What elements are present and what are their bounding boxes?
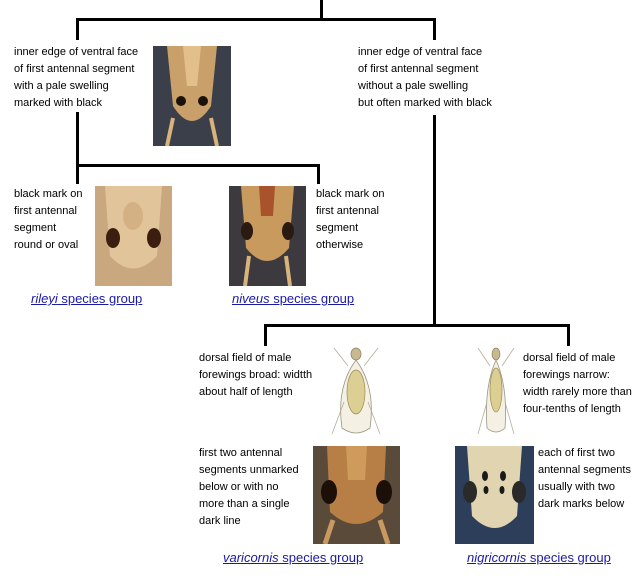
broad-forewing-text: dorsal field of male forewings broad: wi… bbox=[199, 352, 313, 398]
rileyi-head-photo bbox=[95, 186, 172, 286]
couplet-right-text: inner edge of ventral face of first ante… bbox=[358, 46, 492, 109]
nigricornis-head-photo bbox=[455, 446, 534, 544]
right-stem bbox=[433, 115, 436, 327]
varicornis-head-photo bbox=[313, 446, 400, 544]
nigricornis-name: nigricornis bbox=[467, 550, 527, 565]
right-sub-drop-1 bbox=[264, 324, 267, 346]
niveus-name: niveus bbox=[232, 291, 270, 306]
rileyi-suffix: species group bbox=[57, 291, 143, 306]
root-stem bbox=[320, 0, 323, 20]
left-stem bbox=[76, 112, 79, 167]
left-sub-drop-2 bbox=[317, 164, 320, 184]
niveus-criterion-text: black mark on first antennal segment oth… bbox=[316, 188, 385, 251]
niveus-head-photo bbox=[229, 186, 306, 286]
niveus-suffix: species group bbox=[269, 291, 355, 306]
narrow-forewing-drawing bbox=[474, 342, 518, 438]
varicornis-suffix: species group bbox=[278, 550, 364, 565]
nigricornis-suffix: species group bbox=[526, 550, 611, 565]
right-drop bbox=[433, 18, 436, 40]
broad-forewing-drawing bbox=[330, 342, 382, 438]
left-sub-bar bbox=[76, 164, 320, 167]
varicornis-group-link[interactable]: varicornis species group bbox=[223, 550, 363, 565]
right-sub-bar bbox=[264, 324, 570, 327]
narrow-forewing-text: dorsal field of male forewings narrow: w… bbox=[523, 352, 632, 415]
nigricornis-group-link[interactable]: nigricornis species group bbox=[467, 550, 611, 565]
antenna-pale-swelling-photo bbox=[153, 46, 231, 146]
top-bar bbox=[76, 18, 436, 21]
couplet-left-text: inner edge of ventral face of first ante… bbox=[14, 46, 139, 109]
left-sub-drop-1 bbox=[76, 164, 79, 184]
varicornis-name: varicornis bbox=[223, 550, 279, 565]
varicornis-criterion-text: first two antennal segments unmarked bel… bbox=[199, 447, 299, 527]
nigricornis-criterion-text: each of first two antennal segments usua… bbox=[538, 447, 631, 510]
rileyi-name: rileyi bbox=[31, 291, 58, 306]
rileyi-criterion-text: black mark on first antennal segment rou… bbox=[14, 188, 83, 251]
left-drop bbox=[76, 18, 79, 40]
niveus-group-link[interactable]: niveus species group bbox=[232, 291, 354, 306]
right-sub-drop-2 bbox=[567, 324, 570, 346]
rileyi-group-link[interactable]: rileyi species group bbox=[31, 291, 142, 306]
